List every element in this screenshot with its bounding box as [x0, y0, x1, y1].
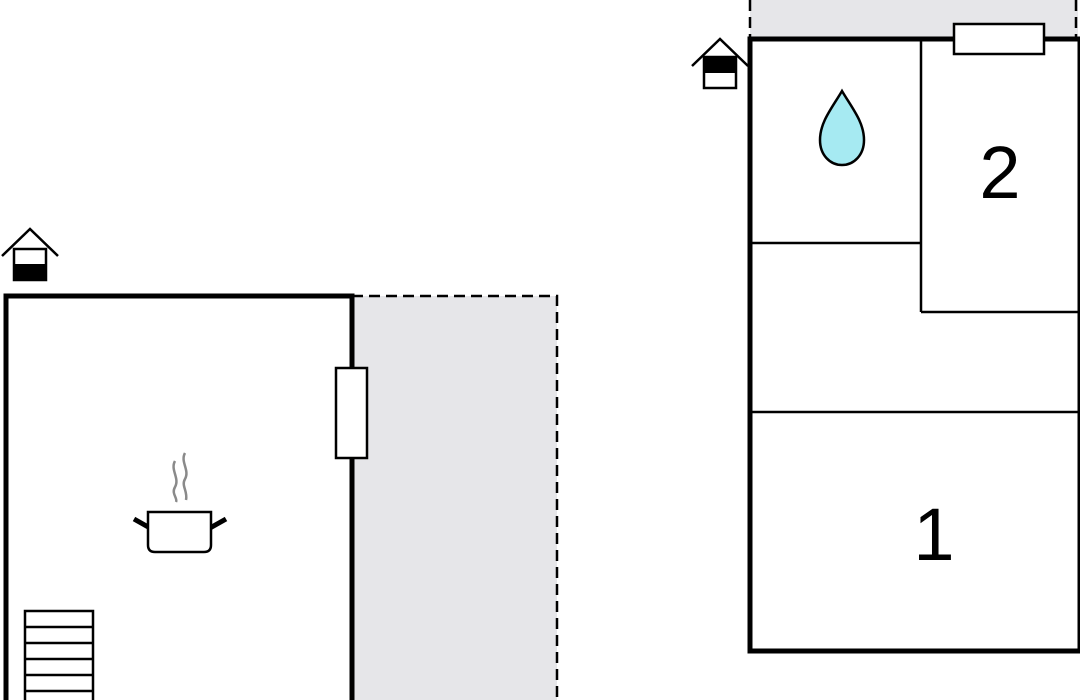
cooking-pot-icon — [132, 452, 228, 554]
water-drop-icon — [818, 88, 866, 167]
stairs-icon — [23, 609, 95, 700]
terrace-left-outline — [352, 294, 559, 700]
window-right — [952, 22, 1046, 56]
plan-right: 2 1 — [691, 0, 1080, 654]
room-number-2: 2 — [979, 131, 1020, 214]
wall-right-building — [747, 36, 1080, 654]
plan-left — [1, 227, 559, 700]
terrace-left — [352, 294, 559, 700]
window-left — [334, 366, 369, 460]
house-entrance-icon — [691, 37, 749, 90]
terrace-left-fill — [352, 296, 557, 700]
house-entrance-icon — [1, 227, 59, 282]
wall-left-building — [3, 293, 355, 700]
room-number-1: 1 — [913, 493, 954, 576]
